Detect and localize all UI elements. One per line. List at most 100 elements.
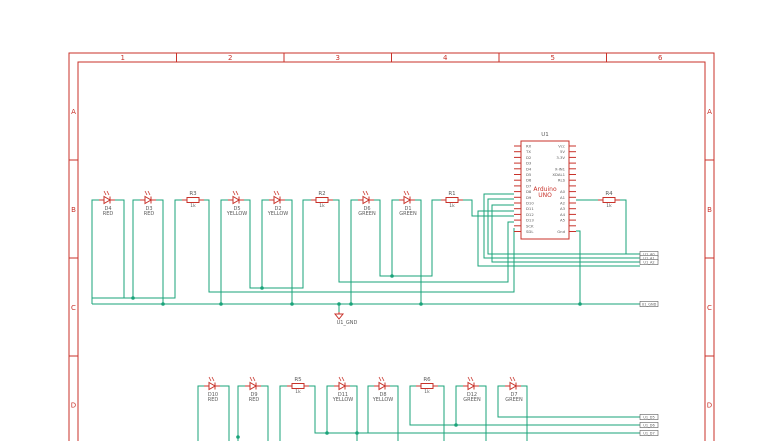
part-value-label: 1k — [190, 203, 196, 209]
frame-column-label: 3 — [336, 54, 340, 62]
part-value-label: GREEN — [505, 397, 523, 403]
wire — [197, 385, 204, 441]
arduino-pin-label: 3.3V — [556, 155, 565, 160]
net-label-box — [639, 259, 659, 265]
part-ref-label: R4 — [605, 191, 613, 197]
arduino-name: Arduino — [533, 186, 557, 193]
arduino-pin-label: A3 — [560, 206, 566, 211]
part-value-label: 1k — [319, 203, 325, 209]
part-value-label: RED — [249, 397, 260, 403]
net-label-text: U1_A2 — [643, 260, 654, 264]
wire — [576, 230, 581, 304]
led-emission-arrow — [249, 376, 253, 382]
wire — [487, 198, 640, 255]
part-value-label: 1k — [295, 389, 301, 395]
led-emission-arrow — [273, 190, 277, 196]
junction-dot — [337, 302, 341, 306]
net-label-u1-d5: U1_D5 — [639, 414, 659, 420]
resistor-body — [291, 383, 305, 389]
frame-column-label: 1 — [121, 54, 125, 62]
wire — [115, 199, 133, 299]
part-ref-label: D12 — [467, 392, 477, 398]
led-emission-arrow — [208, 376, 212, 382]
arduino-pin-label: D11 — [526, 206, 534, 211]
arduino-uno-block: U1ArduinoUNORXTXD2D3D4D5D6D7D8D9D10D11D1… — [514, 132, 576, 240]
part-ref-label: D5 — [233, 206, 240, 212]
led-body — [232, 195, 240, 205]
arduino-pin-label: D5 — [526, 172, 532, 177]
frame-row-label-left: C — [71, 304, 76, 312]
frame-row-label-left: A — [71, 108, 76, 116]
part-ref-label: R3 — [189, 191, 197, 197]
led-emission-arrow — [338, 376, 342, 382]
led-body — [362, 195, 370, 205]
junction-dot — [131, 296, 135, 300]
wire — [477, 210, 640, 267]
wire — [124, 199, 182, 299]
led-emission-arrow — [403, 190, 407, 196]
wire — [463, 199, 514, 217]
led-body — [273, 195, 281, 205]
arduino-pin-label: X-IN1 — [555, 166, 566, 171]
arduino-pin-label: D2 — [526, 155, 532, 160]
wire — [326, 385, 334, 433]
part-ref-label: D10 — [208, 392, 218, 398]
arduino-pin-label: TX — [525, 149, 531, 154]
wire — [204, 199, 515, 293]
net-label-text: U1_D7 — [643, 431, 654, 435]
junction-dot — [390, 274, 394, 278]
arduino-name: UNO — [538, 192, 552, 199]
part-ref-label: R2 — [318, 191, 325, 197]
arduino-pin-label: D4 — [526, 166, 532, 171]
net-label-u1-d7: U1_D7 — [639, 430, 659, 436]
led-emission-arrow — [470, 376, 474, 382]
net-label-layer: U1_GNDU1_A0U1_A1U1_A2U1_GNDU1_D5U1_D6U1_… — [333, 251, 659, 436]
frame-row-label-left: D — [71, 402, 76, 410]
led-emission-arrow — [276, 190, 280, 196]
wire — [521, 385, 528, 441]
arduino-pin-label: D8 — [526, 189, 532, 194]
arduino-pin-label: A0 — [560, 189, 566, 194]
led-body — [144, 195, 152, 205]
wire — [350, 385, 358, 441]
wire — [261, 385, 269, 441]
led-emission-arrow — [106, 190, 110, 196]
resistor-body — [420, 383, 434, 389]
frame-row-label-right: B — [707, 206, 712, 214]
junction-dot — [349, 302, 353, 306]
part-value-label: 1k — [606, 203, 612, 209]
net-label-u1-gnd: U1_GND — [639, 301, 659, 307]
led-emission-arrow — [235, 190, 239, 196]
part-ref-label: D8 — [379, 392, 386, 398]
net-label-text: U1_D5 — [643, 415, 654, 419]
arduino-pin-label: XDAL1 — [552, 172, 565, 177]
wire — [237, 385, 245, 441]
wire — [479, 385, 487, 441]
junction-dot — [219, 302, 223, 306]
arduino-pin-label: 5V — [560, 149, 565, 154]
frame-column-label: 4 — [443, 54, 448, 62]
part-value-label: 1k — [449, 203, 455, 209]
wire — [367, 385, 374, 433]
wire — [261, 199, 269, 288]
part-value-label: GREEN — [463, 397, 481, 403]
arduino-ref-label: U1 — [541, 132, 549, 138]
part-value-label: GREEN — [358, 211, 376, 217]
led-emission-arrow — [103, 190, 107, 196]
wire — [455, 385, 463, 425]
arduino-body — [520, 140, 570, 240]
wire — [285, 199, 293, 304]
wire — [333, 199, 514, 283]
arduino-pin-label: SDL — [526, 229, 534, 234]
led-body — [208, 381, 216, 391]
part-ref-label: D11 — [338, 392, 348, 398]
